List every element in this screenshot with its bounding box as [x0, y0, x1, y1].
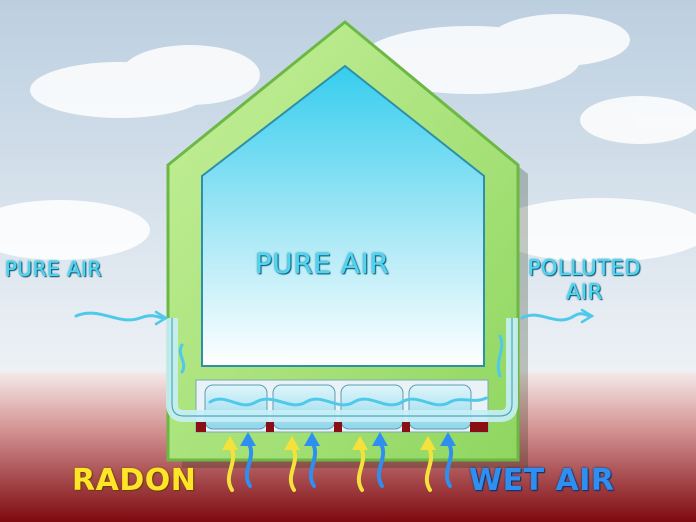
pure-air-outside-label: PURE AIR — [5, 257, 103, 281]
pure-air-inflow-arrow — [74, 311, 164, 322]
polluted-air-label: POLLUTED AIR — [528, 256, 641, 304]
polluted-air-label-line2: AIR — [566, 280, 603, 304]
wet-air-arrowheads — [240, 432, 456, 446]
pure-air-inside-label: PURE AIR — [255, 247, 390, 280]
radon-arrowheads — [222, 436, 436, 450]
polluted-air-outflow-arrow — [520, 312, 592, 322]
airflow-arrows — [74, 308, 595, 407]
polluted-air-label-line1: POLLUTED — [528, 256, 642, 280]
radon-label: RADON — [72, 463, 197, 498]
clouds — [0, 14, 696, 262]
wet-air-label: WET AIR — [469, 463, 615, 498]
house-interior — [201, 64, 485, 367]
radon-entry-gaps — [196, 422, 488, 432]
